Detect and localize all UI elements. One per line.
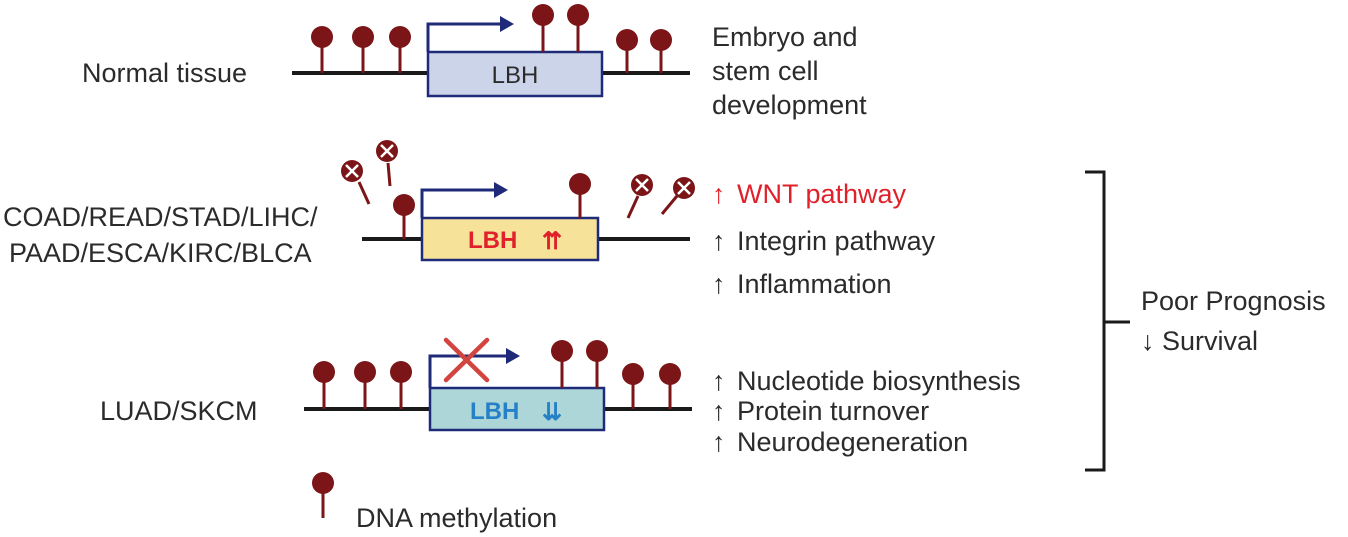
methyl-pin <box>622 363 644 409</box>
demethylated-pin <box>626 174 653 219</box>
up-arrows-icon: ⇈ <box>542 228 562 255</box>
methyl-pin <box>393 194 415 239</box>
legend: DNA methylation <box>312 472 557 533</box>
methyl-pin <box>390 361 412 409</box>
survival-text: ↓ Survival <box>1141 326 1258 356</box>
methyl-pin <box>389 26 411 73</box>
prognosis-bracket: Poor Prognosis ↓ Survival <box>1085 170 1326 472</box>
tss-arrow-head <box>506 348 520 364</box>
tss-arrow <box>428 354 506 388</box>
methyl-pin <box>659 363 681 409</box>
methyl-pin <box>532 4 554 52</box>
tss-arrow-head <box>500 16 514 32</box>
effect-text: Neurodegeneration <box>737 427 968 457</box>
methyl-pin <box>551 340 573 388</box>
effect-arrow-icon: ↑ <box>712 427 726 457</box>
methyl-pin <box>313 361 335 409</box>
methyl-pin <box>352 26 374 73</box>
legend-label: DNA methylation <box>356 503 557 533</box>
lbh-gene-box <box>426 50 604 98</box>
down-arrows-icon: ⇊ <box>542 399 562 426</box>
upregulated-row: COAD/READ/STAD/LIHC/ PAAD/ESCA/KIRC/BLCA… <box>3 140 936 299</box>
normal-row-label: Normal tissue <box>82 58 247 88</box>
demethylated-pin <box>341 160 371 205</box>
tss-arrow <box>420 188 494 218</box>
effect-arrow-icon: ↑ <box>712 366 726 396</box>
effect-text: Integrin pathway <box>737 226 936 256</box>
lbh-gene-box <box>428 386 606 432</box>
methyl-pin <box>354 361 376 409</box>
upregulated-row-label: COAD/READ/STAD/LIHC/ <box>3 202 318 232</box>
effect-text: Inflammation <box>737 269 892 299</box>
normal-outcome-line: stem cell <box>712 56 819 86</box>
effect-arrow-icon: ↑ <box>712 269 726 299</box>
transcription-blocked-x-icon <box>443 337 490 383</box>
gene-label: LBH <box>468 227 517 254</box>
effect-arrow-icon: ↑ <box>712 396 726 426</box>
demethylated-pin <box>376 140 398 187</box>
downregulated-row-label: LUAD/SKCM <box>100 396 258 426</box>
methyl-pin <box>616 29 638 73</box>
methylation-lollipop-icon <box>312 472 334 518</box>
effect-text: WNT pathway <box>737 179 907 209</box>
normal-outcome-line: development <box>712 90 867 120</box>
prognosis-text: Poor Prognosis <box>1141 286 1326 316</box>
effect-arrow-icon: ↑ <box>712 179 726 209</box>
effect-arrow-icon: ↑ <box>712 226 726 256</box>
downregulated-row: LUAD/SKCM LBH ⇊ ↑ Nucleotide biosynthesi… <box>100 337 1021 457</box>
gene-label: LBH <box>470 398 519 425</box>
demethylated-pin <box>660 177 695 215</box>
bracket-icon <box>1085 170 1130 472</box>
lbh-gene-box <box>420 216 600 262</box>
effect-text: Nucleotide biosynthesis <box>737 366 1021 396</box>
methyl-pin <box>650 29 672 73</box>
methyl-pin <box>567 4 589 52</box>
upregulated-row-label: PAAD/ESCA/KIRC/BLCA <box>9 238 312 268</box>
effect-text: Protein turnover <box>737 396 929 426</box>
methyl-pin <box>311 26 333 73</box>
tss-arrow-head <box>494 182 508 198</box>
normal-outcome-line: Embryo and <box>712 22 858 52</box>
tss-arrow <box>426 22 500 52</box>
methyl-pin <box>586 340 608 388</box>
methyl-pin <box>569 173 591 218</box>
gene-label: LBH <box>492 62 539 89</box>
normal-row: Normal tissue LBH Embryo and stem cell d… <box>82 4 867 120</box>
